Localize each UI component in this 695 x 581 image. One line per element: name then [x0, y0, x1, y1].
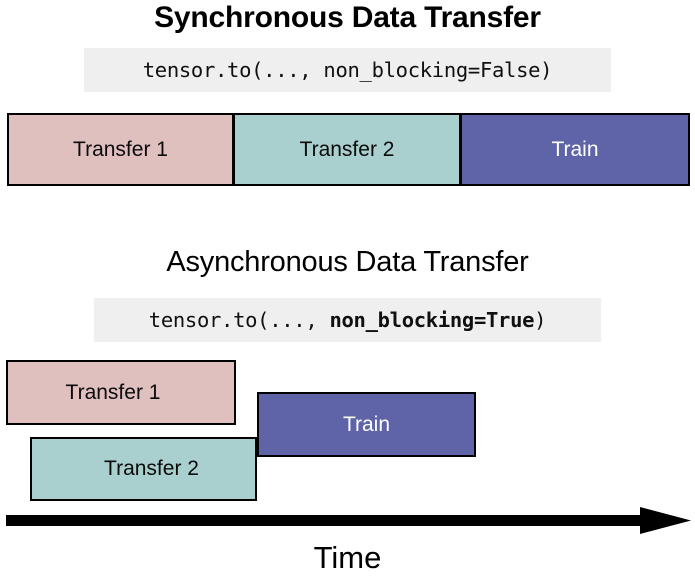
- code-emphasis: non_blocking=False: [323, 58, 541, 82]
- code-prefix: tensor.to(...,: [148, 308, 330, 332]
- synchronous-code-snippet: tensor.to(..., non_blocking=False): [84, 48, 611, 92]
- sync-block-transfer-1: Transfer 1: [7, 113, 234, 186]
- async-block-transfer-1-label: Transfer 1: [65, 380, 161, 404]
- asynchronous-code-snippet: tensor.to(..., non_blocking=True): [94, 298, 601, 342]
- sync-block-train-label: Train: [551, 137, 599, 161]
- synchronous-section-title: Synchronous Data Transfer: [154, 1, 541, 34]
- code-suffix: ): [534, 308, 547, 332]
- time-axis-arrow-icon: [6, 507, 691, 534]
- sync-block-transfer-2: Transfer 2: [233, 113, 461, 186]
- sync-block-train: Train: [460, 113, 690, 186]
- sync-block-transfer-1-label: Transfer 1: [73, 137, 168, 161]
- asynchronous-section-title: Asynchronous Data Transfer: [166, 246, 529, 278]
- async-block-transfer-1: Transfer 1: [6, 360, 236, 425]
- async-block-train-label: Train: [342, 412, 391, 436]
- code-emphasis: non_blocking=True: [329, 308, 535, 332]
- sync-block-transfer-2-label: Transfer 2: [299, 137, 395, 161]
- async-block-transfer-2: Transfer 2: [30, 437, 257, 501]
- code-suffix: ): [540, 58, 553, 82]
- time-axis-label: Time: [313, 540, 382, 575]
- async-block-train: Train: [257, 392, 476, 457]
- async-block-transfer-2-label: Transfer 2: [104, 457, 199, 480]
- code-prefix: tensor.to(...,: [142, 58, 324, 82]
